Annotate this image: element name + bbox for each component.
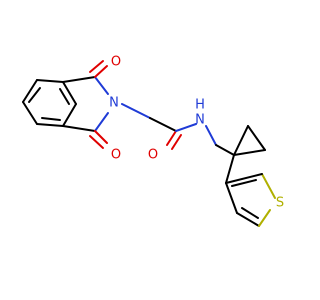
- oxygen-label-bottom: O: [111, 148, 121, 163]
- bond: [247, 125, 266, 151]
- double-bond: [94, 130, 108, 144]
- double-bond: [89, 60, 104, 73]
- amide-chain: [121, 103, 235, 156]
- bond: [22, 79, 38, 103]
- bond: [233, 149, 266, 156]
- bond: [149, 117, 177, 132]
- bond: [236, 212, 260, 227]
- bond: [175, 123, 197, 132]
- double-bond-inner: [41, 117, 61, 121]
- bond: [225, 154, 235, 184]
- oxygen-label-top: O: [111, 55, 121, 70]
- double-bond-inner: [28, 87, 41, 103]
- cyclopropane-ring: [233, 125, 266, 156]
- bond: [36, 79, 64, 83]
- double-bond-inner: [59, 88, 70, 105]
- bond: [225, 182, 238, 214]
- bond: [94, 112, 109, 132]
- bond: [225, 173, 263, 184]
- thiophene-sulfur-label: S: [276, 196, 284, 211]
- imide-carbonyls: [89, 60, 108, 149]
- bond: [121, 103, 151, 119]
- bond: [258, 209, 271, 227]
- bond: [205, 125, 217, 146]
- bond: [62, 76, 96, 83]
- bond: [62, 125, 96, 132]
- bond: [22, 101, 38, 125]
- amide-nitrogen-label: N: [195, 113, 205, 128]
- bond: [215, 144, 235, 156]
- bond: [62, 81, 77, 105]
- molecule-diagram: O O N O N H S: [22, 55, 284, 227]
- bond: [94, 76, 109, 95]
- bond: [233, 125, 249, 156]
- double-bond: [94, 65, 108, 78]
- imide-ring: [62, 76, 109, 132]
- double-bond: [166, 130, 177, 146]
- double-bond: [89, 135, 104, 149]
- double-bond-inner: [231, 179, 257, 187]
- benzene-ring: [22, 79, 77, 127]
- bond: [62, 103, 77, 127]
- double-bond: [171, 134, 182, 150]
- double-bond-inner: [241, 207, 259, 219]
- thiophene-ring: [225, 154, 276, 227]
- amide-hydrogen-label: H: [195, 98, 205, 113]
- amide-oxygen-label: O: [148, 148, 158, 163]
- atom-labels: O O N O N H S: [109, 55, 284, 211]
- structure-svg: O O N O N H S: [22, 55, 284, 227]
- bond: [36, 123, 64, 127]
- bond: [261, 173, 276, 199]
- imide-nitrogen-label: N: [109, 96, 119, 111]
